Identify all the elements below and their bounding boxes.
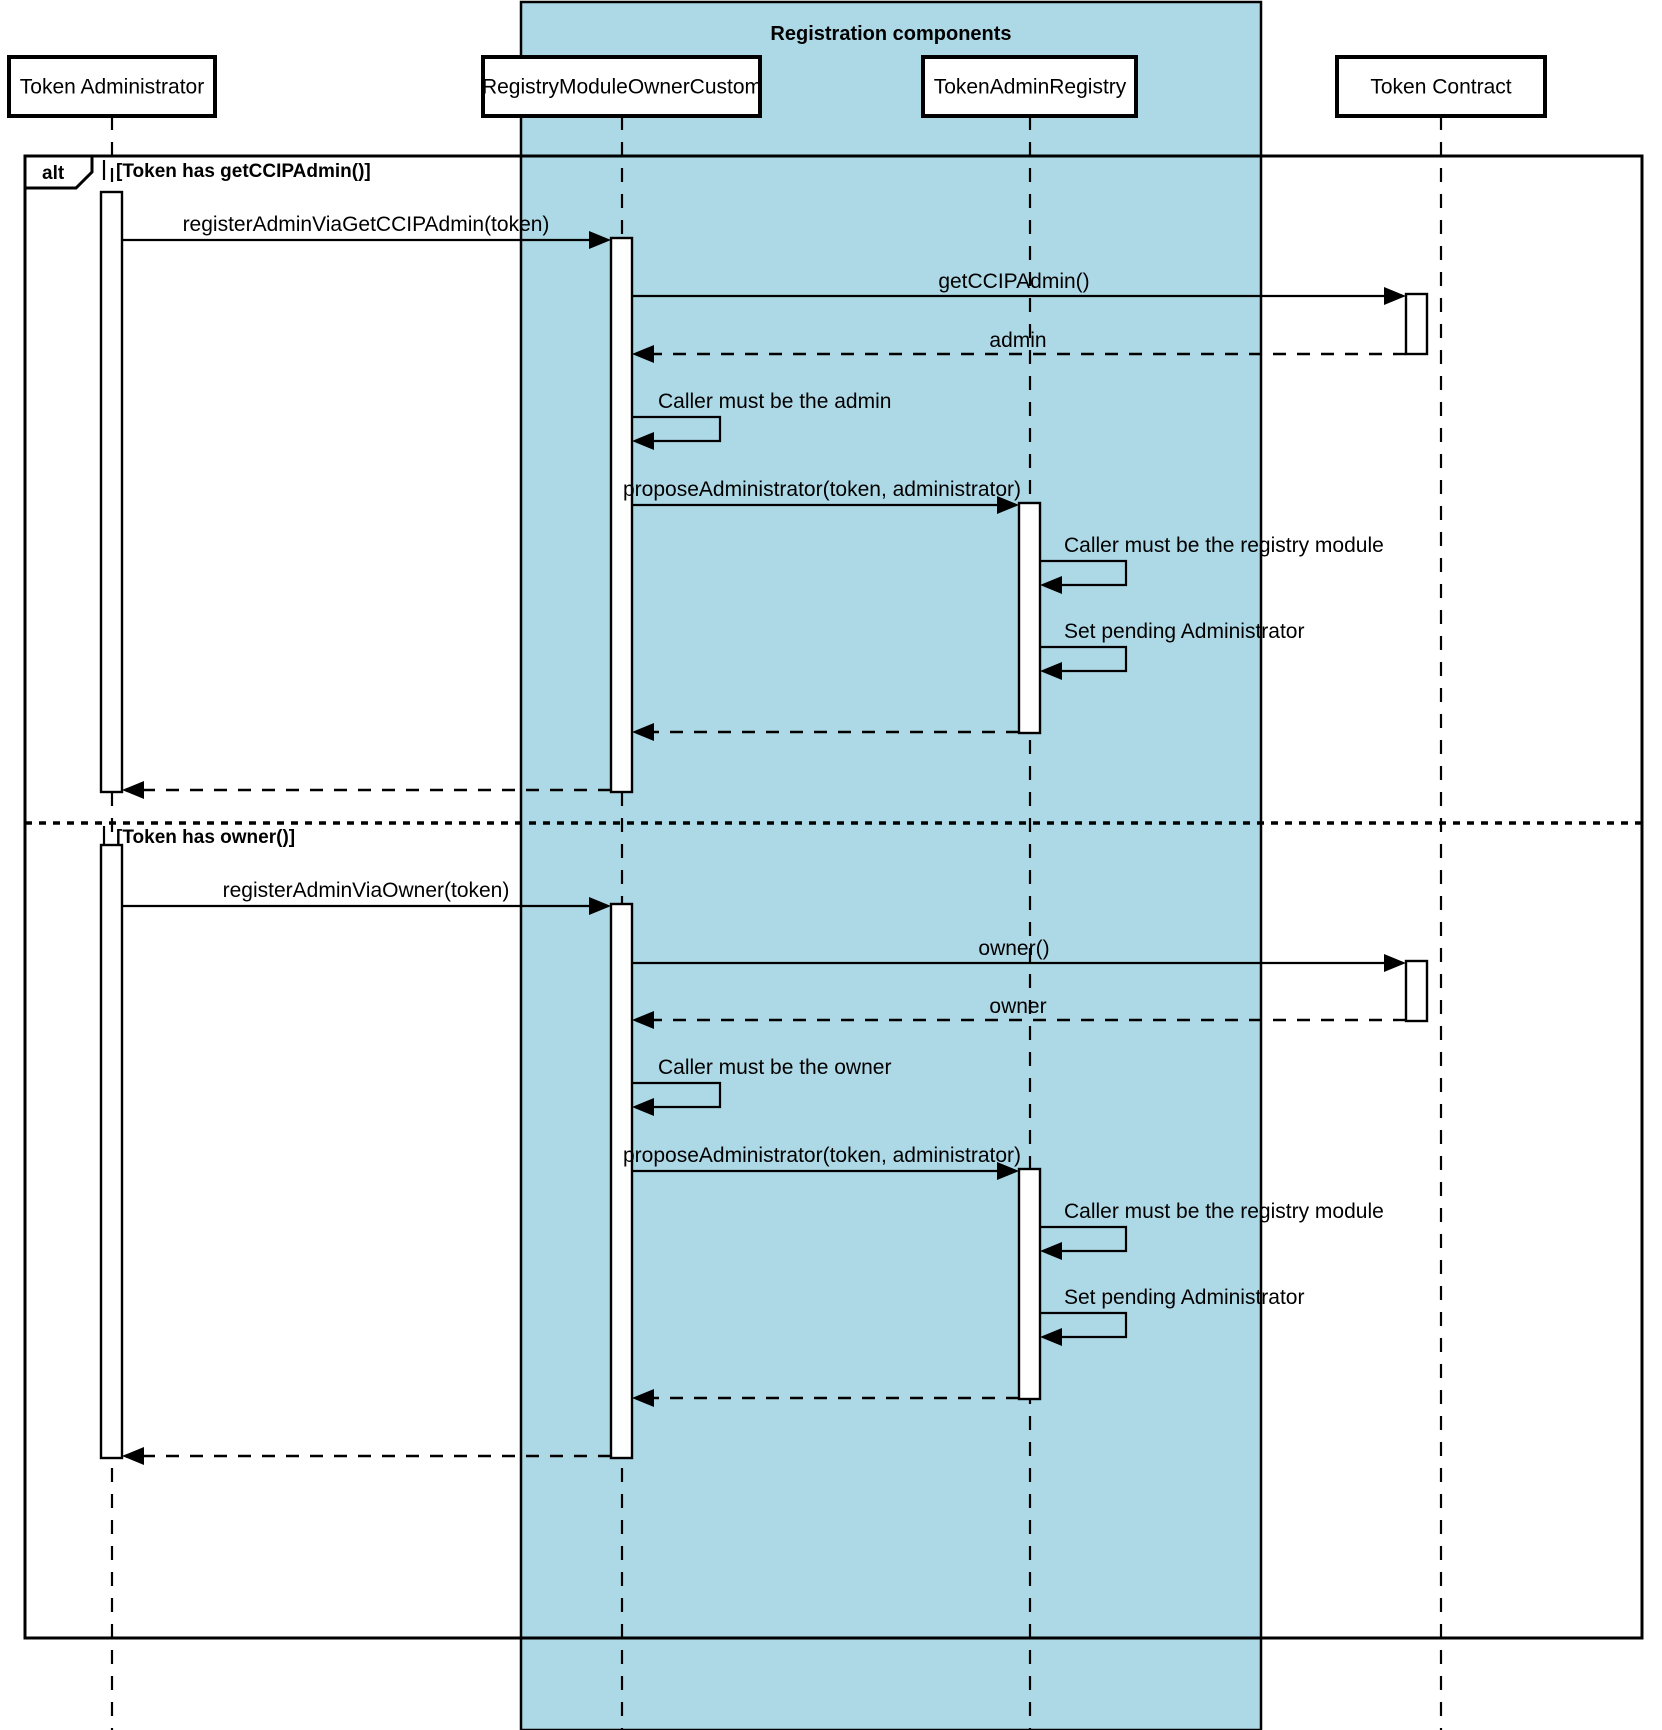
message-label-registerAdminViaOwner: registerAdminViaOwner(token) — [223, 879, 510, 902]
message-label-registerAdminViaGetCCIPAdmin: registerAdminViaGetCCIPAdmin(token) — [183, 213, 550, 236]
participant-box-token-admin-registry[interactable] — [921, 55, 1138, 118]
guard-label-token-has-owner: [Token has owner()] — [116, 827, 295, 848]
message-proposeAdministrator-1: proposeAdministrator(token, administrato… — [623, 478, 1021, 514]
activation-token-contract-2 — [1404, 959, 1429, 1023]
message-label-proposeAdministrator-2: proposeAdministrator(token, administrato… — [623, 1144, 1021, 1167]
message-self-loop-7 — [1040, 645, 1128, 673]
message-proposeAdministrator-2: proposeAdministrator(token, administrato… — [623, 1144, 1021, 1180]
arrowhead-4 — [632, 432, 654, 450]
alt-frame-tab — [23, 154, 94, 190]
activation-bars — [99, 190, 1429, 1460]
participant-token-administrator[interactable]: Token Administrator — [7, 55, 217, 118]
participant-box-registry-module-owner-custom[interactable] — [481, 55, 762, 118]
message-label-set-pending-administrator-2: Set pending Administrator — [1064, 1286, 1304, 1309]
arrowhead-7 — [1040, 662, 1062, 680]
message-admin-return: admin — [632, 329, 1406, 363]
message-registerAdminViaGetCCIPAdmin: registerAdminViaGetCCIPAdmin(token) — [122, 213, 611, 249]
message-caller-must-be-registry-1: Caller must be the registry module — [1040, 534, 1384, 594]
arrowhead-10 — [589, 897, 611, 915]
message-label-caller-must-be-owner: Caller must be the owner — [658, 1056, 891, 1079]
message-return-registry-to-admin-1 — [122, 781, 611, 799]
arrowhead-15 — [1040, 1242, 1062, 1260]
message-label-proposeAdministrator-1: proposeAdministrator(token, administrato… — [623, 478, 1021, 501]
message-self-loop-4 — [632, 415, 722, 443]
arrowhead-6 — [1040, 576, 1062, 594]
message-set-pending-administrator-2: Set pending Administrator — [1040, 1286, 1304, 1346]
activation-token-administrator-2 — [99, 843, 124, 1460]
message-self-loop-13 — [632, 1081, 722, 1109]
guard-label-token-has-getccipadmin: [Token has getCCIPAdmin()] — [116, 161, 371, 182]
activation-registry-1 — [609, 236, 634, 794]
arrowhead-16 — [1040, 1328, 1062, 1346]
participant-box-token-administrator[interactable] — [7, 55, 217, 118]
message-self-loop-15 — [1040, 1225, 1128, 1253]
message-label-owner-return: owner — [989, 995, 1046, 1018]
participant-token-contract[interactable]: Token Contract — [1335, 55, 1547, 118]
alt-fragment-frame: alt [Token has getCCIPAdmin()] [Token ha… — [23, 154, 1644, 1640]
participant-box-token-contract[interactable] — [1335, 55, 1547, 118]
arrowhead-9 — [122, 781, 144, 799]
message-label-admin-return: admin — [989, 329, 1046, 352]
activation-token-contract-1 — [1404, 292, 1429, 356]
message-return-tar-to-registry-1 — [632, 723, 1019, 741]
message-self-loop-6 — [1040, 559, 1128, 587]
alt-frame-outline — [23, 154, 1644, 1640]
alt-frame-tab-label: alt — [42, 163, 65, 184]
message-caller-must-be-registry-2: Caller must be the registry module — [1040, 1200, 1384, 1260]
arrowhead-13 — [632, 1098, 654, 1116]
arrowhead-8 — [632, 723, 654, 741]
group-registration-components: Registration components — [519, 0, 1263, 1730]
message-label-caller-must-be-registry-2: Caller must be the registry module — [1064, 1200, 1384, 1223]
participant-label-token-administrator: Token Administrator — [20, 76, 204, 99]
group-title-label: Registration components — [770, 23, 1011, 45]
participant-label-registry-module-owner-custom: RegistryModuleOwnerCustom — [482, 76, 762, 99]
arrowhead-12 — [632, 1011, 654, 1029]
activation-token-admin-registry-2 — [1017, 1167, 1042, 1401]
message-label-set-pending-administrator-1: Set pending Administrator — [1064, 620, 1304, 643]
message-self-loop-16 — [1040, 1311, 1128, 1339]
message-registerAdminViaOwner: registerAdminViaOwner(token) — [122, 879, 611, 915]
message-label-owner-call: owner() — [978, 937, 1049, 960]
message-label-caller-must-be-admin: Caller must be the admin — [658, 390, 891, 413]
message-return-tar-to-registry-2 — [632, 1389, 1019, 1407]
message-caller-must-be-owner: Caller must be the owner — [632, 1056, 891, 1116]
participant-label-token-contract: Token Contract — [1370, 76, 1511, 99]
message-caller-must-be-admin: Caller must be the admin — [632, 390, 891, 450]
message-return-registry-to-admin-2 — [122, 1447, 611, 1465]
participant-label-token-admin-registry: TokenAdminRegistry — [934, 76, 1127, 99]
participant-registry-module-owner-custom[interactable]: RegistryModuleOwnerCustom — [481, 55, 762, 118]
arrowhead-2 — [1384, 287, 1406, 305]
activation-token-administrator-1 — [99, 190, 124, 794]
message-label-caller-must-be-registry-1: Caller must be the registry module — [1064, 534, 1384, 557]
participant-token-admin-registry[interactable]: TokenAdminRegistry — [921, 55, 1138, 118]
message-owner-call: owner() — [632, 937, 1406, 972]
arrowhead-1 — [589, 231, 611, 249]
message-getCCIPAdmin: getCCIPAdmin() — [632, 270, 1406, 305]
message-owner-return: owner — [632, 995, 1406, 1029]
arrowhead-5 — [997, 496, 1019, 514]
activation-registry-2 — [609, 902, 634, 1460]
message-set-pending-administrator-1: Set pending Administrator — [1040, 620, 1304, 680]
arrowhead-14 — [997, 1162, 1019, 1180]
message-label-getCCIPAdmin: getCCIPAdmin() — [938, 270, 1089, 293]
arrowhead-17 — [632, 1389, 654, 1407]
arrowhead-18 — [122, 1447, 144, 1465]
group-background — [519, 0, 1263, 1730]
activation-token-admin-registry-1 — [1017, 501, 1042, 735]
arrowhead-11 — [1384, 954, 1406, 972]
arrowhead-3 — [632, 345, 654, 363]
